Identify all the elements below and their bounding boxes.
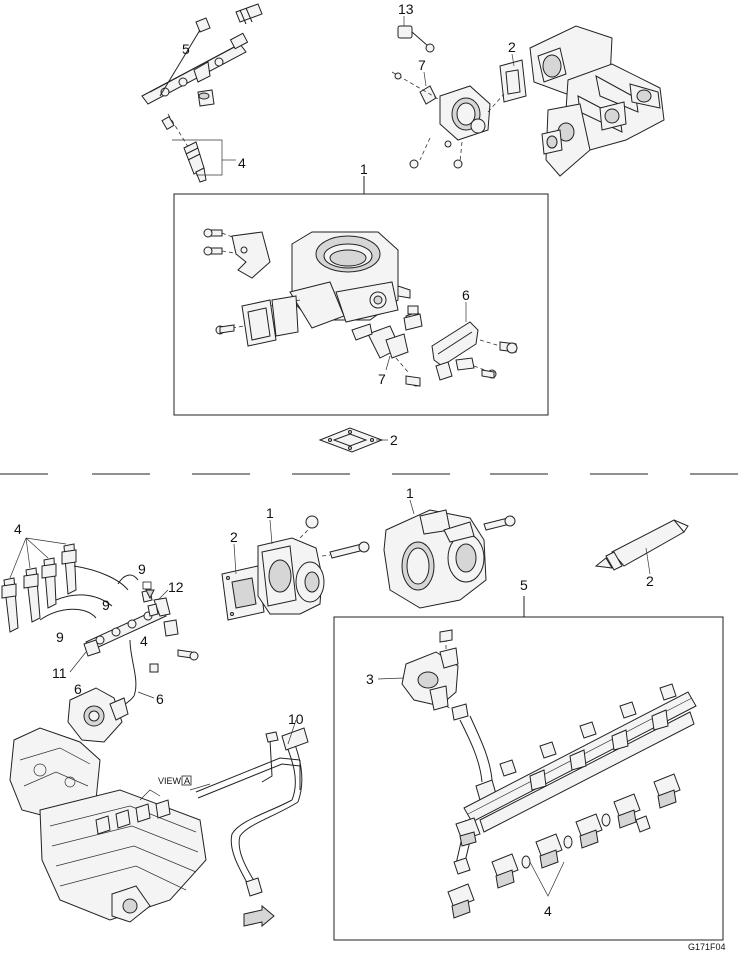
intake-manifold bbox=[529, 25, 665, 177]
diesel-pump-engine bbox=[9, 687, 211, 923]
callout-4-injectors: 4 bbox=[14, 521, 22, 537]
sealant-tube bbox=[594, 519, 689, 571]
figure-code: G171F04 bbox=[688, 942, 726, 952]
gasket-standalone bbox=[318, 427, 384, 453]
callout-4-rail: 4 bbox=[140, 633, 148, 649]
view-a-detail bbox=[195, 719, 309, 928]
callout-2-mid: 2 bbox=[230, 529, 238, 545]
callout-4-bottom: 4 bbox=[544, 903, 552, 919]
callout-13: 13 bbox=[398, 1, 414, 17]
diesel-lines-rail bbox=[39, 565, 199, 713]
callout-2-gasket: 2 bbox=[390, 432, 398, 448]
thermostat-housing bbox=[401, 629, 469, 721]
callout-1-top: 1 bbox=[360, 161, 368, 177]
callout-10: 10 bbox=[288, 711, 304, 727]
fuel-rail-detail-box bbox=[333, 616, 724, 941]
injector-top bbox=[161, 113, 223, 183]
callout-9-c: 9 bbox=[56, 629, 64, 645]
callout-7-box: 7 bbox=[378, 371, 386, 387]
throttle-body-bottom-left bbox=[221, 515, 370, 621]
callout-11: 11 bbox=[52, 665, 67, 681]
callout-1-mid: 1 bbox=[266, 505, 274, 521]
diesel-injectors bbox=[1, 537, 77, 633]
callout-5-box: 5 bbox=[520, 577, 528, 593]
fuel-rail-top bbox=[141, 3, 263, 107]
fuel-rail-assembly bbox=[447, 683, 697, 919]
callout-3: 3 bbox=[366, 671, 374, 687]
callout-5-top: 5 bbox=[182, 41, 190, 57]
callout-2-sealant: 2 bbox=[646, 573, 654, 589]
callout-12: 12 bbox=[168, 579, 184, 595]
throttle-assembly-top bbox=[391, 25, 527, 169]
callout-6-pump: 6 bbox=[74, 681, 82, 697]
callout-1-right: 1 bbox=[406, 485, 414, 501]
callout-9-b: 9 bbox=[102, 597, 110, 613]
callout-2-top: 2 bbox=[508, 39, 516, 55]
callout-6-top: 6 bbox=[462, 287, 470, 303]
throttle-body-main bbox=[203, 228, 518, 387]
view-label: VIEW bbox=[158, 776, 182, 786]
callout-9-a: 9 bbox=[138, 561, 146, 577]
callout-7-top: 7 bbox=[418, 57, 426, 73]
throttle-body-detail-box bbox=[173, 193, 549, 416]
callout-4-top: 4 bbox=[238, 155, 246, 171]
callout-6-pipe: 6 bbox=[156, 691, 164, 707]
throttle-body-bottom-right bbox=[383, 509, 516, 609]
view-letter: A bbox=[184, 776, 190, 786]
